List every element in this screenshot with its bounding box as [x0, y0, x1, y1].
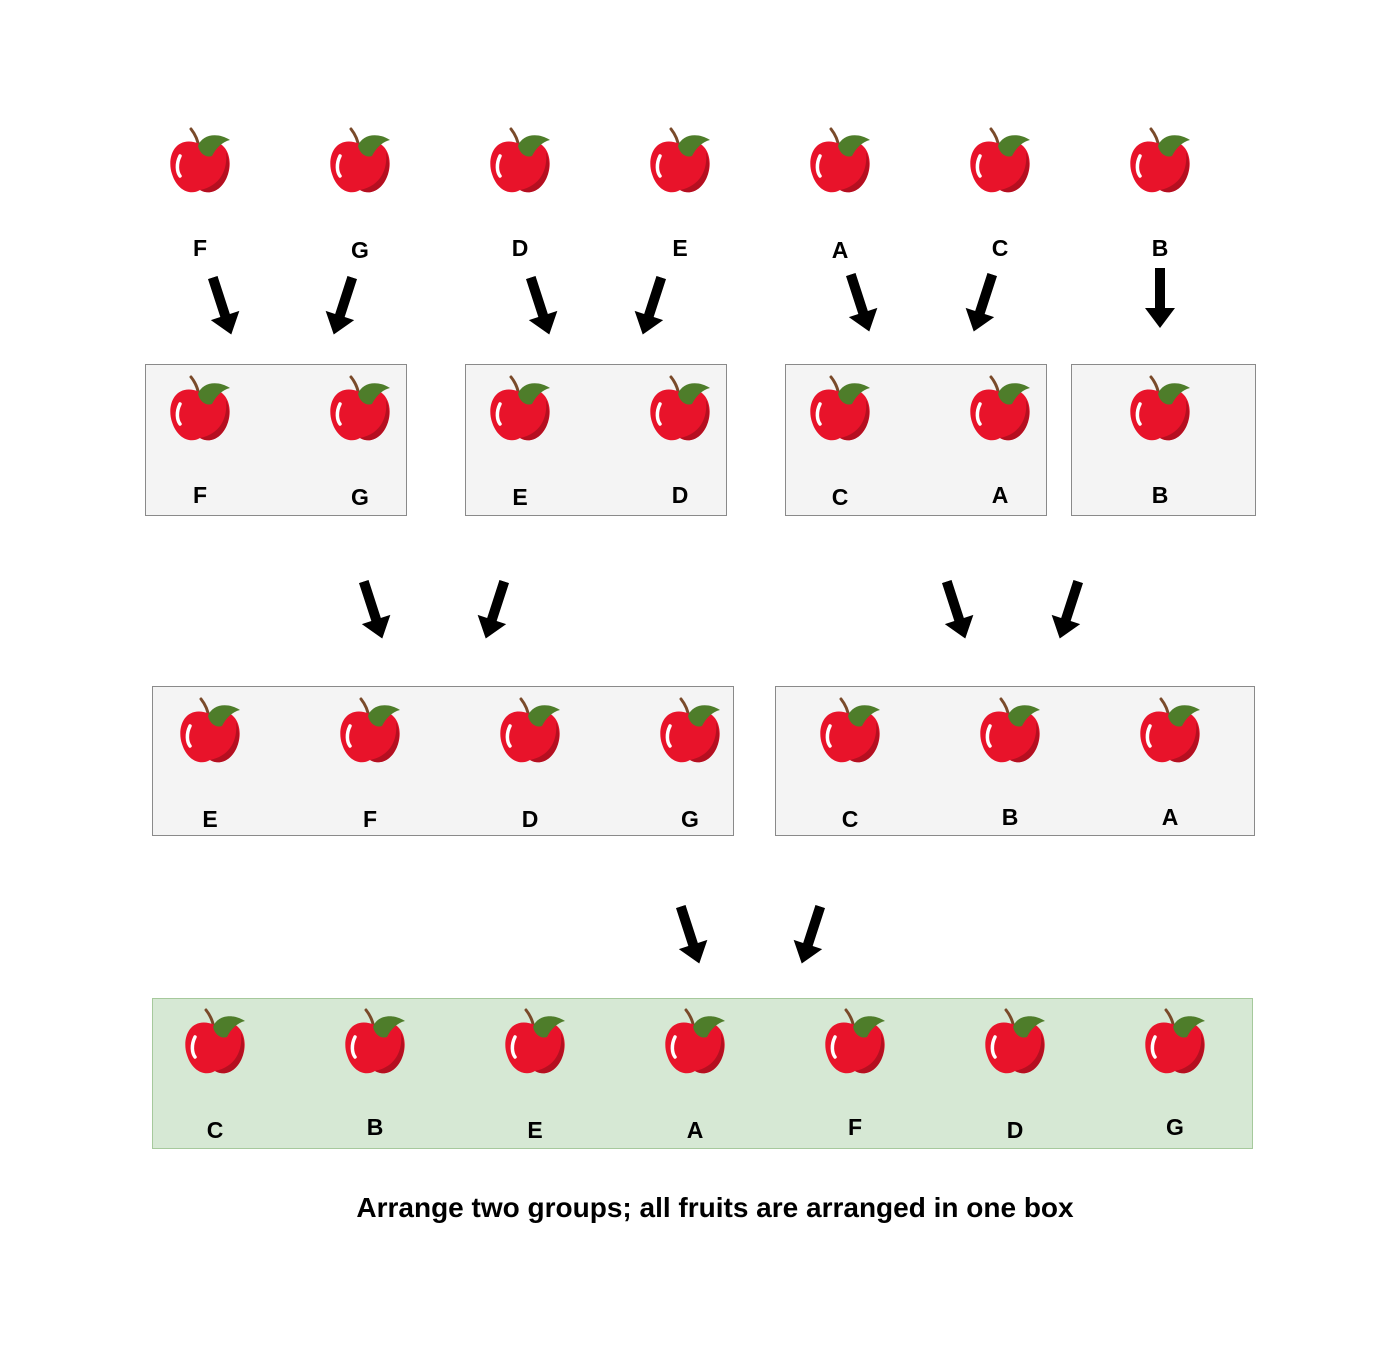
fruit-label: A [831, 237, 849, 263]
fruit-label: C [991, 235, 1009, 261]
arrow-down-icon [514, 272, 567, 340]
fruit-label: B [1151, 235, 1169, 261]
fruit-label: F [192, 482, 208, 508]
fruit-label: C [831, 484, 849, 510]
fruit-label: G [351, 237, 369, 263]
arrow-down-icon [317, 272, 370, 340]
fruit-label: F [192, 235, 208, 261]
fruit-label: A [991, 482, 1009, 508]
final-box [152, 998, 1253, 1149]
arrow-down-icon [1043, 576, 1096, 644]
fruit-label: B [366, 1114, 384, 1140]
fruit-label: E [527, 1117, 543, 1143]
apple-icon [488, 374, 552, 444]
fruit-label: C [206, 1117, 224, 1143]
apple-icon [648, 126, 712, 196]
group-box [152, 686, 734, 836]
apple-icon [168, 126, 232, 196]
apple-icon [968, 126, 1032, 196]
pair-box [1071, 364, 1256, 516]
apple-icon [328, 374, 392, 444]
fruit-label: B [1001, 804, 1019, 830]
apple-icon [808, 126, 872, 196]
fruit-label: A [686, 1117, 704, 1143]
apple-icon [658, 696, 722, 766]
apple-icon [168, 374, 232, 444]
apple-icon [178, 696, 242, 766]
fruit-label: G [681, 806, 699, 832]
apple-icon [503, 1007, 567, 1077]
fruit-label: E [202, 806, 218, 832]
fruit-label: F [362, 806, 378, 832]
fruit-label: C [841, 806, 859, 832]
fruit-label: B [1151, 482, 1169, 508]
fruit-label: E [672, 235, 688, 261]
arrow-down-icon [347, 576, 400, 644]
apple-icon [183, 1007, 247, 1077]
arrow-down-icon [930, 576, 983, 644]
apple-icon [968, 374, 1032, 444]
arrow-down-icon [957, 269, 1010, 337]
arrow-down-icon [834, 269, 887, 337]
apple-icon [498, 696, 562, 766]
fruit-label: D [511, 235, 529, 261]
apple-icon [338, 696, 402, 766]
fruit-label: A [1161, 804, 1179, 830]
arrow-down-icon [785, 901, 838, 969]
apple-icon [978, 696, 1042, 766]
apple-icon [328, 126, 392, 196]
apple-icon [983, 1007, 1047, 1077]
arrow-down-icon [196, 272, 249, 340]
fruit-label: G [351, 484, 369, 510]
apple-icon [1128, 126, 1192, 196]
apple-icon [1143, 1007, 1207, 1077]
fruit-label: E [512, 484, 528, 510]
fruit-label: G [1166, 1114, 1184, 1140]
apple-icon [663, 1007, 727, 1077]
apple-icon [818, 696, 882, 766]
arrow-down-icon [664, 901, 717, 969]
apple-icon [808, 374, 872, 444]
apple-icon [1138, 696, 1202, 766]
apple-icon [1128, 374, 1192, 444]
caption: Arrange two groups; all fruits are arran… [356, 1192, 1074, 1223]
apple-icon [823, 1007, 887, 1077]
apple-icon [343, 1007, 407, 1077]
apple-icon [648, 374, 712, 444]
fruit-label: F [847, 1114, 863, 1140]
fruit-label: D [521, 806, 539, 832]
fruit-label: D [671, 482, 689, 508]
arrow-down-icon [469, 576, 522, 644]
apple-icon [488, 126, 552, 196]
arrow-down-icon [1142, 268, 1178, 328]
arrow-down-icon [626, 272, 679, 340]
fruit-label: D [1006, 1117, 1024, 1143]
